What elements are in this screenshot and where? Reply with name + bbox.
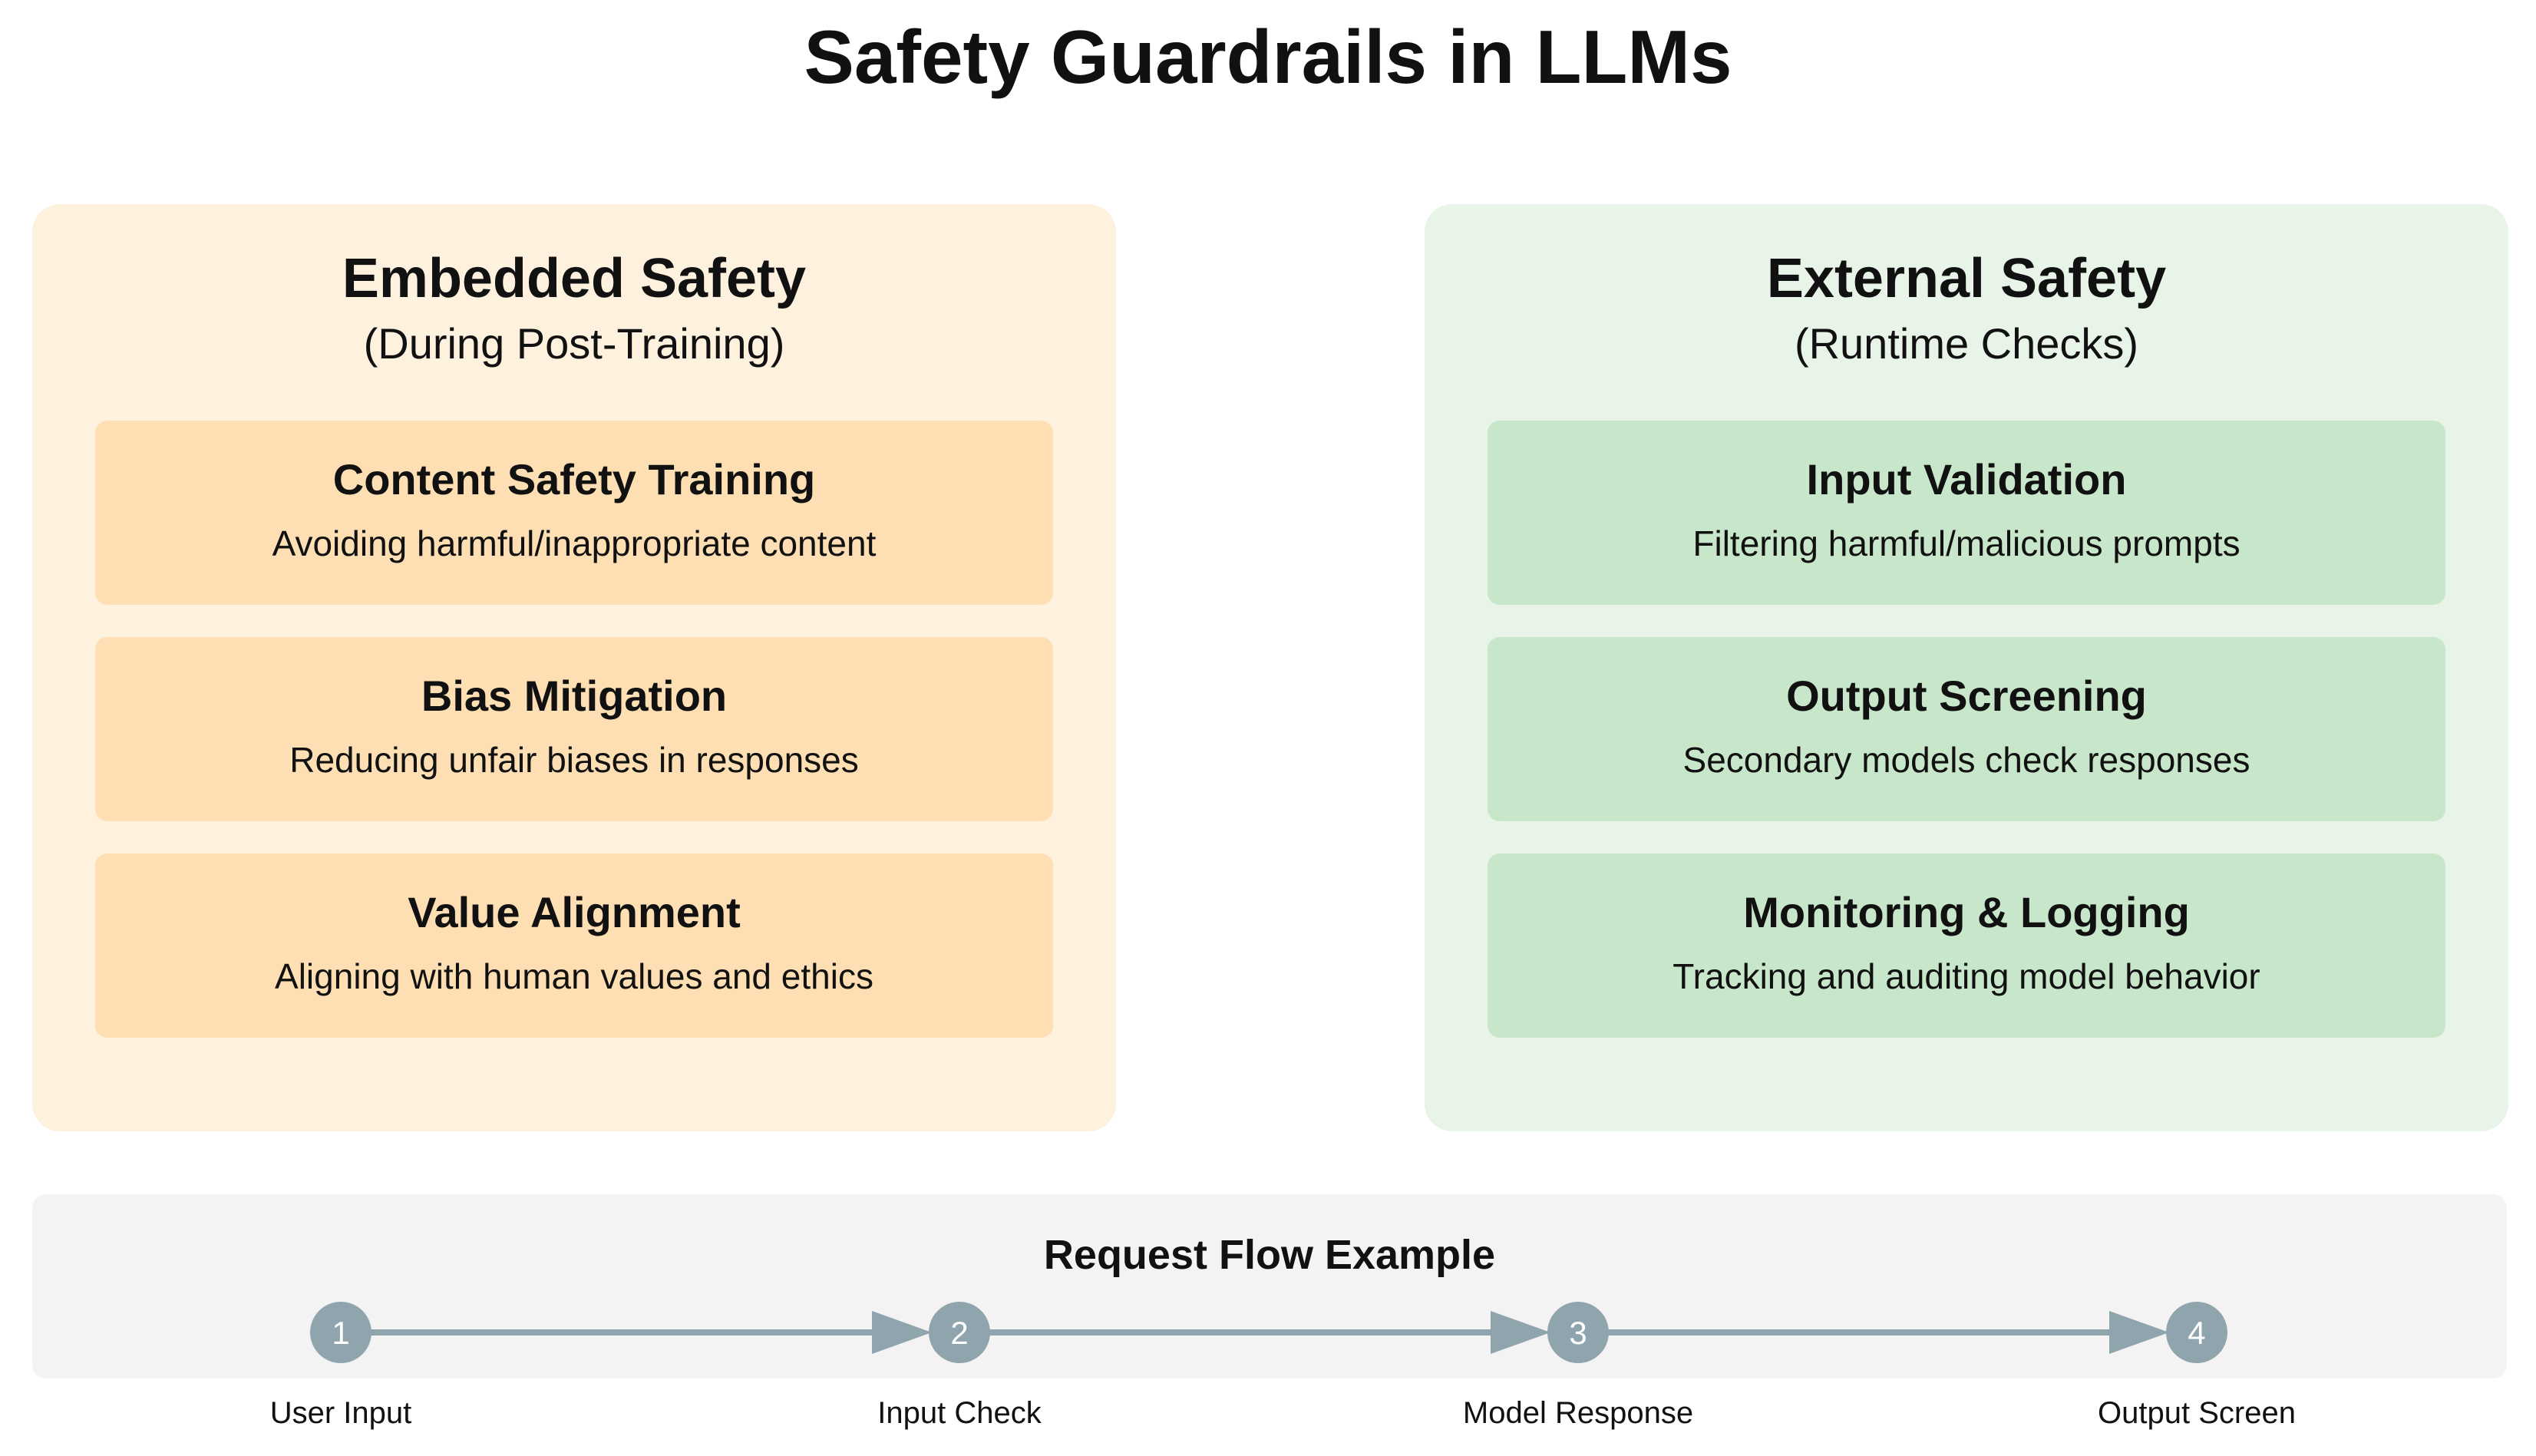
- step-number: 2: [950, 1315, 968, 1351]
- flow-arrow-1-2: [341, 1311, 932, 1354]
- bias-mitigation-card: Bias Mitigation Reducing unfair biases i…: [95, 637, 1053, 821]
- card-title: Input Validation: [1806, 455, 2127, 503]
- flow-arrow-3-4: [1578, 1311, 2169, 1354]
- request-flow-panel: Request Flow Example: [32, 1194, 2507, 1378]
- flow-step-3-node: 3: [1547, 1302, 1609, 1363]
- content-safety-training-card: Content Safety Training Avoiding harmful…: [95, 421, 1053, 605]
- monitoring-logging-card: Monitoring & Logging Tracking and auditi…: [1488, 853, 2445, 1038]
- flow-step-2-node: 2: [929, 1302, 990, 1363]
- external-safety-panel: External Safety (Runtime Checks) Input V…: [1425, 204, 2508, 1131]
- flow-step-1-label: User Input: [269, 1396, 412, 1430]
- card-description: Aligning with human values and ethics: [275, 956, 873, 996]
- card-title: Value Alignment: [408, 888, 741, 936]
- embedded-safety-panel: Embedded Safety (During Post-Training) C…: [32, 204, 1116, 1131]
- flow-step-2-label: Input Check: [877, 1396, 1042, 1430]
- step-number: 3: [1569, 1315, 1587, 1351]
- flow-step-4-node: 4: [2166, 1302, 2227, 1363]
- flow-step-4-label: Output Screen: [2098, 1396, 2296, 1430]
- panel-subtitle: (Runtime Checks): [1794, 319, 2139, 368]
- flow-arrow-2-3: [959, 1311, 1550, 1354]
- step-number: 1: [332, 1315, 349, 1351]
- flow-title: Request Flow Example: [1043, 1232, 1496, 1278]
- card-title: Monitoring & Logging: [1743, 888, 2190, 936]
- card-description: Secondary models check responses: [1682, 740, 2250, 780]
- card-title: Bias Mitigation: [421, 672, 728, 720]
- value-alignment-card: Value Alignment Aligning with human valu…: [95, 853, 1053, 1038]
- panel-title: External Safety: [1766, 248, 2167, 309]
- card-description: Avoiding harmful/inappropriate content: [272, 523, 877, 563]
- card-description: Reducing unfair biases in responses: [289, 740, 859, 780]
- step-number: 4: [2188, 1315, 2205, 1351]
- flow-step-3-label: Model Response: [1462, 1396, 1694, 1430]
- output-screening-card: Output Screening Secondary models check …: [1488, 637, 2445, 821]
- card-title: Output Screening: [1786, 672, 2147, 720]
- diagram-title: Safety Guardrails in LLMs: [804, 15, 1732, 99]
- card-title: Content Safety Training: [332, 455, 816, 503]
- card-description: Filtering harmful/malicious prompts: [1692, 523, 2240, 563]
- flow-step-1-node: 1: [310, 1302, 371, 1363]
- panel-subtitle: (During Post-Training): [363, 319, 785, 368]
- input-validation-card: Input Validation Filtering harmful/malic…: [1488, 421, 2445, 605]
- card-description: Tracking and auditing model behavior: [1673, 956, 2260, 996]
- panel-title: Embedded Safety: [342, 248, 807, 309]
